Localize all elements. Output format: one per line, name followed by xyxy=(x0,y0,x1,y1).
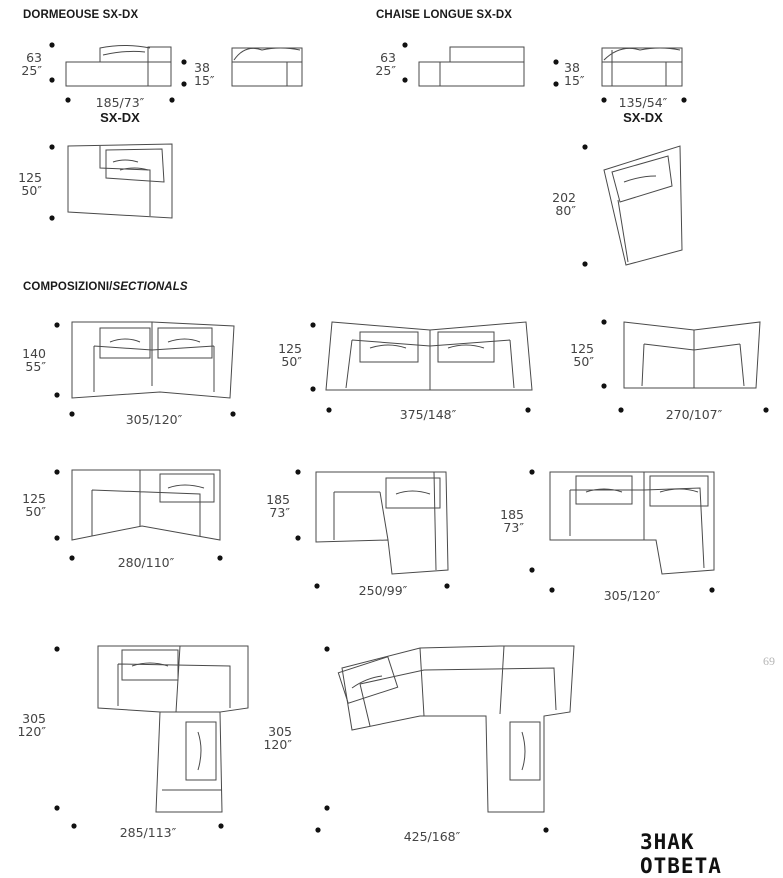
dormeuse-sub-label: SX-DX xyxy=(100,110,140,125)
page-number: 69 xyxy=(763,654,775,668)
sectional-250-plan xyxy=(315,471,449,575)
chaise-plan xyxy=(603,145,683,266)
sectional-1-width: 305/120″ xyxy=(125,412,183,427)
dim-value: 38 xyxy=(194,60,210,75)
sectional-3-width: 270/107″ xyxy=(665,407,723,422)
dim-value: 125 xyxy=(570,341,594,356)
sectional-280-plan xyxy=(71,469,221,541)
heading-chaise-longue: CHAISE LONGUE SX-DX xyxy=(376,9,513,21)
sectional-305b-plan xyxy=(549,471,715,575)
dim-value: 140 xyxy=(22,346,46,361)
sectional-6-width: 305/120″ xyxy=(603,588,661,603)
dimension-dots xyxy=(49,42,769,833)
dim-value: 125 xyxy=(18,170,42,185)
dim-value: 63 xyxy=(380,50,396,65)
chaise-front-elevation xyxy=(418,46,525,87)
dim-value: 25″ xyxy=(375,63,396,78)
dim-value: 38 xyxy=(564,60,580,75)
sectional-7-width: 285/113″ xyxy=(119,825,177,840)
dim-value: 25″ xyxy=(21,63,42,78)
sectional-305-plan xyxy=(71,321,235,399)
dormeuse-plan xyxy=(67,143,173,219)
dormeuse-width: 185/73″ xyxy=(95,95,145,110)
dim-value: 185 xyxy=(500,507,524,522)
dim-value: 15″ xyxy=(194,73,215,88)
heading-sectionals-text: SECTIONALS xyxy=(112,281,188,293)
dim-value: 50″ xyxy=(25,504,46,519)
dim-value: 50″ xyxy=(573,354,594,369)
dim-value: 50″ xyxy=(21,183,42,198)
sectional-270-plan xyxy=(623,321,761,389)
sectional-8-width: 425/168″ xyxy=(403,829,461,844)
dim-value: 202 xyxy=(552,190,576,205)
dim-value: 73″ xyxy=(269,505,290,520)
dim-value: 305 xyxy=(268,724,292,739)
heading-composizioni: COMPOSIZIONI/SECTIONALS xyxy=(23,281,188,293)
dim-value: 15″ xyxy=(564,73,585,88)
dim-value: 125 xyxy=(22,491,46,506)
dormeuse-side-elevation xyxy=(231,47,303,87)
sectional-2-width: 375/148″ xyxy=(399,407,457,422)
dim-value: 120″ xyxy=(17,724,46,739)
sectional-375-plan xyxy=(325,321,533,391)
sectional-425-plan xyxy=(337,645,575,813)
dim-value: 50″ xyxy=(281,354,302,369)
dim-value: 305 xyxy=(22,711,46,726)
dim-value: 120″ xyxy=(263,737,292,752)
chaise-width: 135/54″ xyxy=(618,95,668,110)
dim-value: 125 xyxy=(278,341,302,356)
dim-value: 63 xyxy=(26,50,42,65)
chaise-side-elevation xyxy=(601,47,683,87)
chaise-sub-label: SX-DX xyxy=(623,110,663,125)
dim-value: 80″ xyxy=(555,203,576,218)
sectional-4-width: 280/110″ xyxy=(117,555,175,570)
sectional-285-plan xyxy=(97,645,249,813)
heading-dormeuse: DORMEOUSE SX-DX xyxy=(23,9,139,21)
dormeuse-front-elevation xyxy=(65,45,172,87)
dim-value: 73″ xyxy=(503,520,524,535)
heading-composizioni-text: COMPOSIZIONI/ xyxy=(23,281,113,293)
dim-value: 55″ xyxy=(25,359,46,374)
sectional-5-width: 250/99″ xyxy=(358,583,408,598)
dim-value: 185 xyxy=(266,492,290,507)
